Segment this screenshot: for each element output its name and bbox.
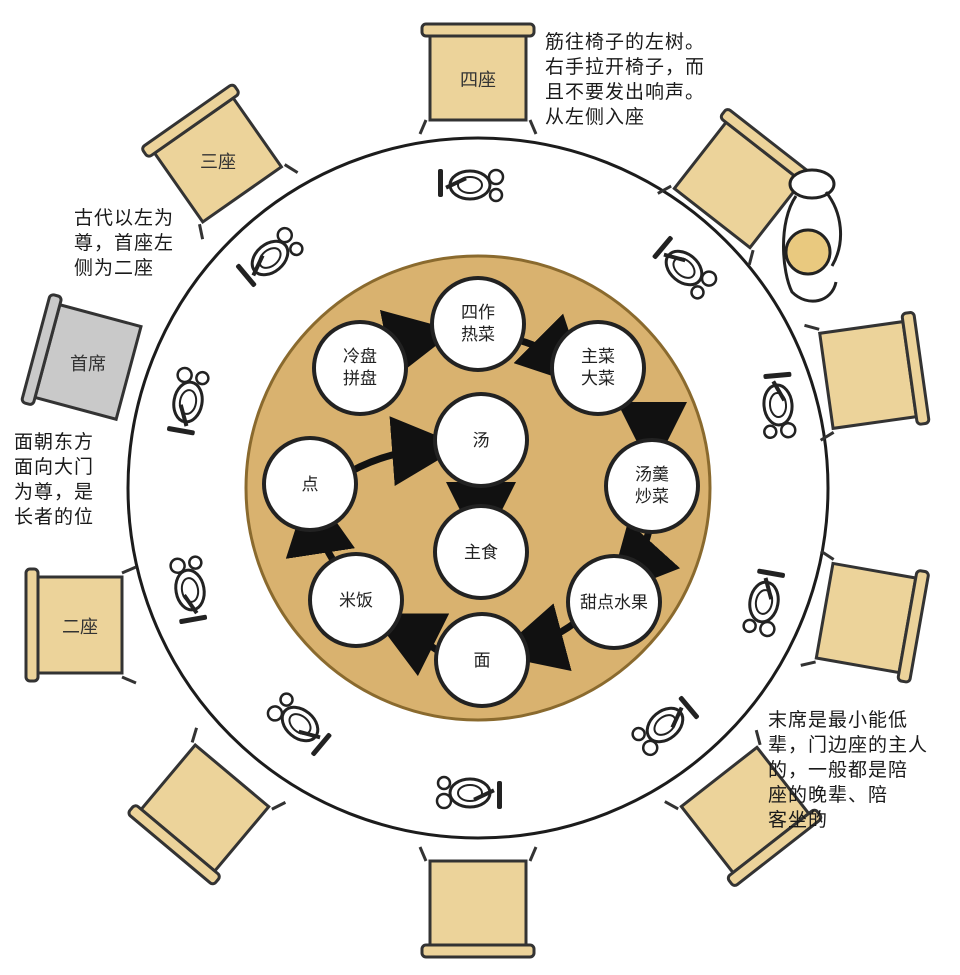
dish-label: 米饭 bbox=[339, 591, 373, 611]
chair-label-top: 四座 bbox=[460, 70, 496, 91]
dish-plate: 主食 bbox=[433, 504, 529, 600]
note-top-right: 筋往椅子的左树。 右手拉开椅子，而 且不要发出响声。 从左侧入座 bbox=[545, 31, 706, 128]
chair-right bbox=[802, 308, 932, 442]
dish-plate: 四作热菜 bbox=[430, 276, 526, 372]
note-upper-left: 古代以左为 尊，首座左 侧为二座 bbox=[74, 207, 175, 279]
chair-label-upper-left: 三座 bbox=[200, 152, 236, 173]
chair-upper-left: 三座 bbox=[138, 80, 300, 241]
dish-plate: 点 bbox=[262, 436, 358, 532]
dish-label: 冷盘拼盘 bbox=[343, 347, 377, 389]
dish-label-line: 炒菜 bbox=[635, 487, 669, 507]
chair-bottom bbox=[418, 845, 538, 959]
dish-label-line: 大菜 bbox=[581, 369, 615, 389]
dish-label: 汤 bbox=[473, 431, 490, 451]
chair-label-left: 首席 bbox=[70, 354, 106, 375]
chair-lower-left: 二座 bbox=[24, 565, 138, 685]
dish-label: 面 bbox=[474, 651, 491, 671]
person-figure-icon bbox=[782, 168, 843, 303]
dish-plate: 米饭 bbox=[308, 552, 404, 648]
chair-left: 首席 bbox=[20, 293, 143, 422]
dish-label: 甜点水果 bbox=[580, 593, 648, 613]
dish-label: 主菜大菜 bbox=[581, 347, 615, 389]
chair-lower-right bbox=[799, 549, 931, 686]
dish-label: 四作热菜 bbox=[461, 303, 495, 345]
dish-plate: 主菜大菜 bbox=[550, 320, 646, 416]
dish-plate: 汤羹炒菜 bbox=[604, 438, 700, 534]
dish-plate: 冷盘拼盘 bbox=[312, 320, 408, 416]
dish-plate: 面 bbox=[434, 612, 530, 708]
dish-label: 汤羹炒菜 bbox=[635, 465, 669, 507]
note-left: 面朝东方 面向大门 为尊，是 长者的位 bbox=[14, 431, 95, 528]
chair-label-lower-left: 二座 bbox=[62, 617, 98, 638]
dish-plate: 甜点水果 bbox=[566, 554, 662, 650]
dish-label-line: 热菜 bbox=[461, 325, 495, 345]
dish-label: 主食 bbox=[464, 543, 498, 563]
dish-label-line: 拼盘 bbox=[343, 369, 377, 389]
dish-plate: 汤 bbox=[433, 392, 529, 488]
chair-top: 四座 bbox=[418, 22, 538, 136]
note-bottom-right: 末席是最小能低 辈，门边座的主人 的，一般都是陪 座的晚辈、陪 客坐的 bbox=[768, 709, 929, 831]
dish-label: 点 bbox=[302, 475, 319, 495]
